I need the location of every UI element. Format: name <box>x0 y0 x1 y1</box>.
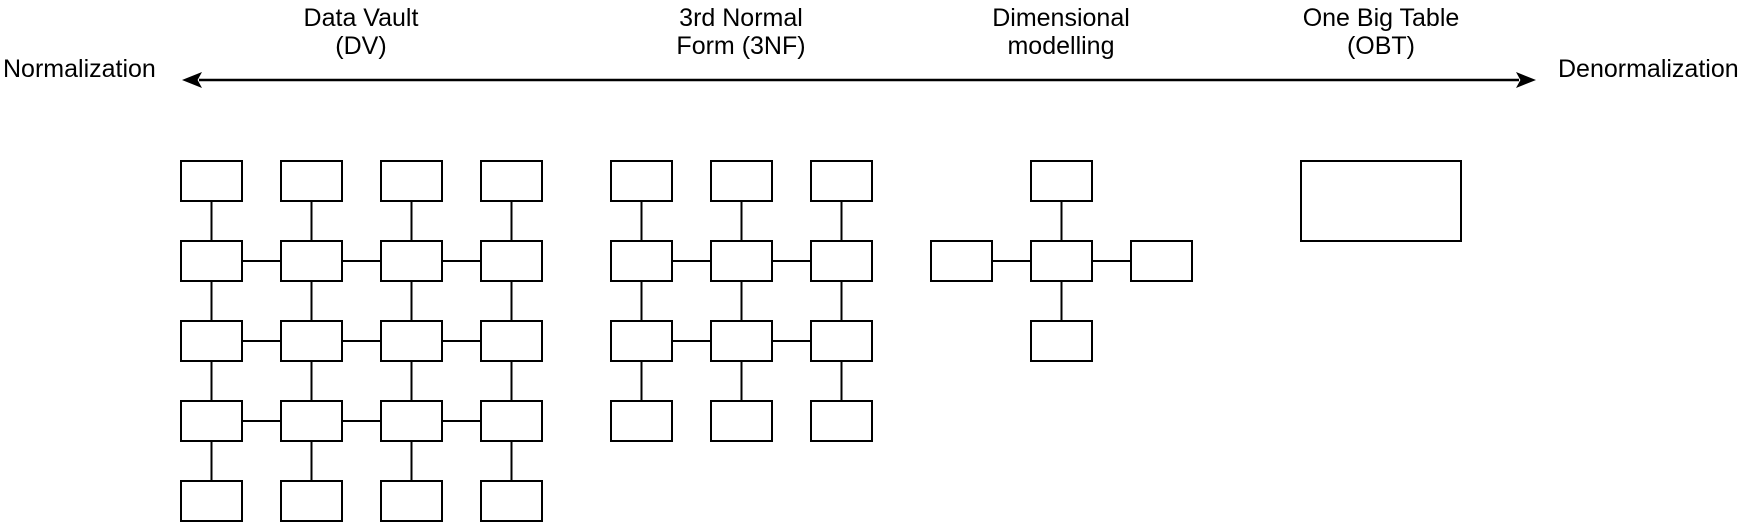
data-vault-table-box <box>380 240 443 282</box>
dimensional-modelling-table-box <box>930 240 993 282</box>
one-big-table-table-box <box>1300 160 1462 242</box>
title-third-normal-form-line2: Form (3NF) <box>676 32 806 60</box>
third-normal-form-table-box <box>610 400 673 442</box>
data-vault-table-box <box>180 160 243 202</box>
data-vault-table-box <box>480 480 543 522</box>
third-normal-form-table-box <box>810 320 873 362</box>
title-dimensional-modelling-line1: Dimensional <box>992 4 1130 32</box>
title-data-vault-line2: (DV) <box>335 32 387 60</box>
title-one-big-table-line2: (OBT) <box>1346 32 1416 60</box>
title-third-normal-form: 3rd Normal Form (3NF) <box>631 4 851 60</box>
data-vault-table-box <box>380 160 443 202</box>
dimensional-modelling-table-box <box>1030 320 1093 362</box>
data-vault-table-box <box>280 160 343 202</box>
third-normal-form-table-box <box>710 400 773 442</box>
third-normal-form-table-box <box>610 160 673 202</box>
dimensional-modelling-table-box <box>1030 240 1093 282</box>
normalization-label: Normalization <box>3 55 156 83</box>
third-normal-form-table-box <box>810 240 873 282</box>
denormalization-label: Denormalization <box>1558 55 1739 83</box>
title-third-normal-form-line1: 3rd Normal <box>679 4 803 32</box>
data-vault-table-box <box>480 240 543 282</box>
axis-arrowhead-left <box>182 72 202 88</box>
dimensional-modelling-table-box <box>1130 240 1193 282</box>
data-vault-table-box <box>380 320 443 362</box>
third-normal-form-table-box <box>810 400 873 442</box>
data-vault-table-box <box>280 320 343 362</box>
title-data-vault: Data Vault (DV) <box>251 4 471 60</box>
data-vault-table-box <box>480 400 543 442</box>
data-vault-table-box <box>180 400 243 442</box>
data-vault-table-box <box>380 400 443 442</box>
title-dimensional-modelling: Dimensional modelling <box>951 4 1171 60</box>
data-vault-table-box <box>480 320 543 362</box>
data-vault-table-box <box>280 400 343 442</box>
dimensional-modelling-table-box <box>1030 160 1093 202</box>
data-vault-table-box <box>180 480 243 522</box>
data-vault-table-box <box>180 240 243 282</box>
data-vault-table-box <box>480 160 543 202</box>
third-normal-form-table-box <box>710 240 773 282</box>
data-vault-table-box <box>380 480 443 522</box>
third-normal-form-table-box <box>610 320 673 362</box>
title-data-vault-line1: Data Vault <box>303 4 419 32</box>
third-normal-form-table-box <box>710 160 773 202</box>
data-vault-table-box <box>180 320 243 362</box>
axis-arrowhead-right <box>1516 72 1536 88</box>
title-one-big-table-line1: One Big Table <box>1302 4 1460 32</box>
third-normal-form-table-box <box>610 240 673 282</box>
title-dimensional-modelling-line2: modelling <box>1007 32 1115 60</box>
data-vault-table-box <box>280 240 343 282</box>
data-vault-table-box <box>280 480 343 522</box>
title-one-big-table: One Big Table (OBT) <box>1271 4 1491 60</box>
third-normal-form-table-box <box>710 320 773 362</box>
third-normal-form-table-box <box>810 160 873 202</box>
